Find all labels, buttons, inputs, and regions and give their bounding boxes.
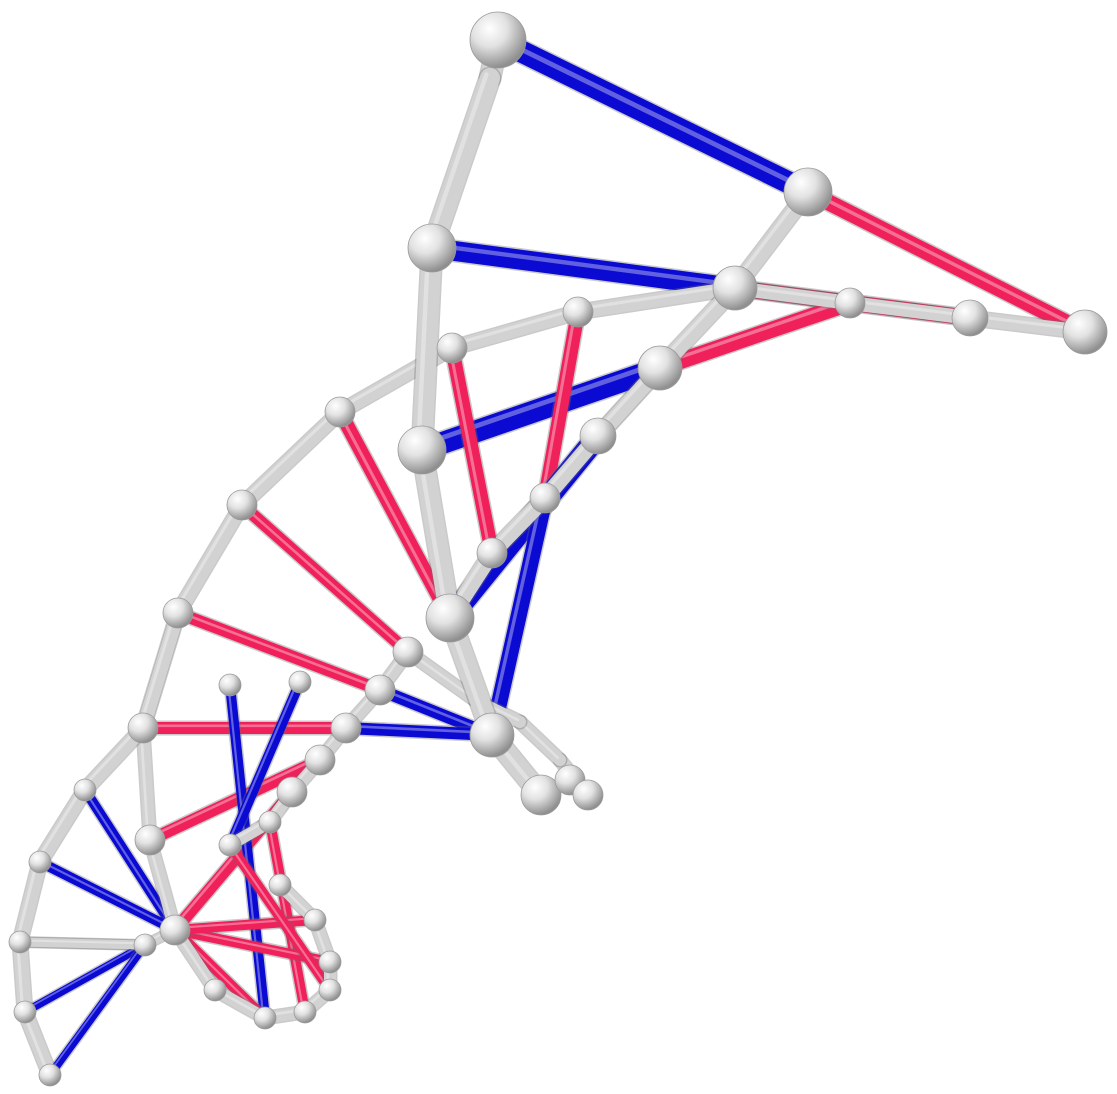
- backbone-atom: [835, 288, 865, 318]
- backbone-segment-highlight: [449, 309, 575, 345]
- backbone-atom: [470, 713, 514, 757]
- backbone-segment: [20, 862, 40, 942]
- backbone-atom: [1063, 310, 1107, 354]
- backbone-atom: [331, 713, 361, 743]
- backbone-atom: [325, 397, 355, 427]
- backbone-atom: [952, 300, 988, 336]
- backbone-atom: [134, 934, 156, 956]
- backbone-segment: [242, 412, 340, 505]
- backbone-atom: [294, 1001, 316, 1023]
- backbone-atom: [227, 490, 257, 520]
- backbone-segment: [143, 613, 178, 728]
- backbone-segment: [40, 790, 85, 862]
- base-pair-blue-highlight: [49, 944, 144, 1074]
- base-pair-red-highlight: [240, 503, 406, 650]
- backbone-segment: [452, 312, 578, 348]
- backbone-segment-highlight: [37, 787, 82, 859]
- backbone-atom: [254, 1007, 276, 1029]
- backbone-segment: [432, 78, 490, 248]
- backbone-atom: [9, 931, 31, 953]
- backbone-atom: [74, 779, 96, 801]
- backbone-atom: [305, 745, 335, 775]
- backbone-atom: [135, 825, 165, 855]
- backbone-atom: [530, 483, 560, 513]
- backbone-atom: [426, 594, 474, 642]
- backbone-atom: [408, 224, 456, 272]
- backbone-atom: [319, 979, 341, 1001]
- backbone-segment-highlight: [140, 610, 175, 725]
- backbone-segment-highlight: [175, 502, 239, 610]
- base-pair-blue-highlight: [494, 36, 804, 188]
- backbone-segment: [178, 505, 242, 613]
- backbone-atom: [277, 777, 307, 807]
- backbone-atom: [638, 346, 682, 390]
- backbone-atom: [14, 1001, 36, 1023]
- backbone-atom: [393, 637, 423, 667]
- backbone-atoms: [9, 12, 1107, 1086]
- backbone-atom: [269, 874, 291, 896]
- backbone-atom: [304, 909, 326, 931]
- backbone-atom: [163, 598, 193, 628]
- backbone-atom: [39, 1064, 61, 1086]
- backbone-atom: [160, 915, 190, 945]
- backbone-atom: [563, 297, 593, 327]
- backbone-atom: [713, 266, 757, 310]
- backbone-atom: [289, 671, 311, 693]
- backbone-atom: [470, 12, 526, 68]
- backbone-atom: [219, 834, 241, 856]
- backbone-atom: [29, 851, 51, 873]
- backbone-atom: [477, 538, 507, 568]
- backbone-atom: [128, 713, 158, 743]
- backbone-atom: [573, 780, 603, 810]
- base-pair-red-highlight: [176, 611, 378, 688]
- backbone-atom: [784, 168, 832, 216]
- backbone-atom: [319, 951, 341, 973]
- backbone-atom: [219, 674, 241, 696]
- backbone-atom: [398, 426, 446, 474]
- base-pair-blue: [432, 248, 735, 288]
- backbone-atom: [259, 811, 281, 833]
- backbone-atom: [204, 979, 226, 1001]
- backbone-segment-highlight: [428, 74, 486, 244]
- backbone-atom: [580, 418, 616, 454]
- base-pair-blue: [50, 945, 145, 1075]
- backbone-segment: [422, 450, 450, 618]
- backbone-segment-highlight: [239, 409, 337, 502]
- backbone-atom: [437, 333, 467, 363]
- backbone-atom: [365, 675, 395, 705]
